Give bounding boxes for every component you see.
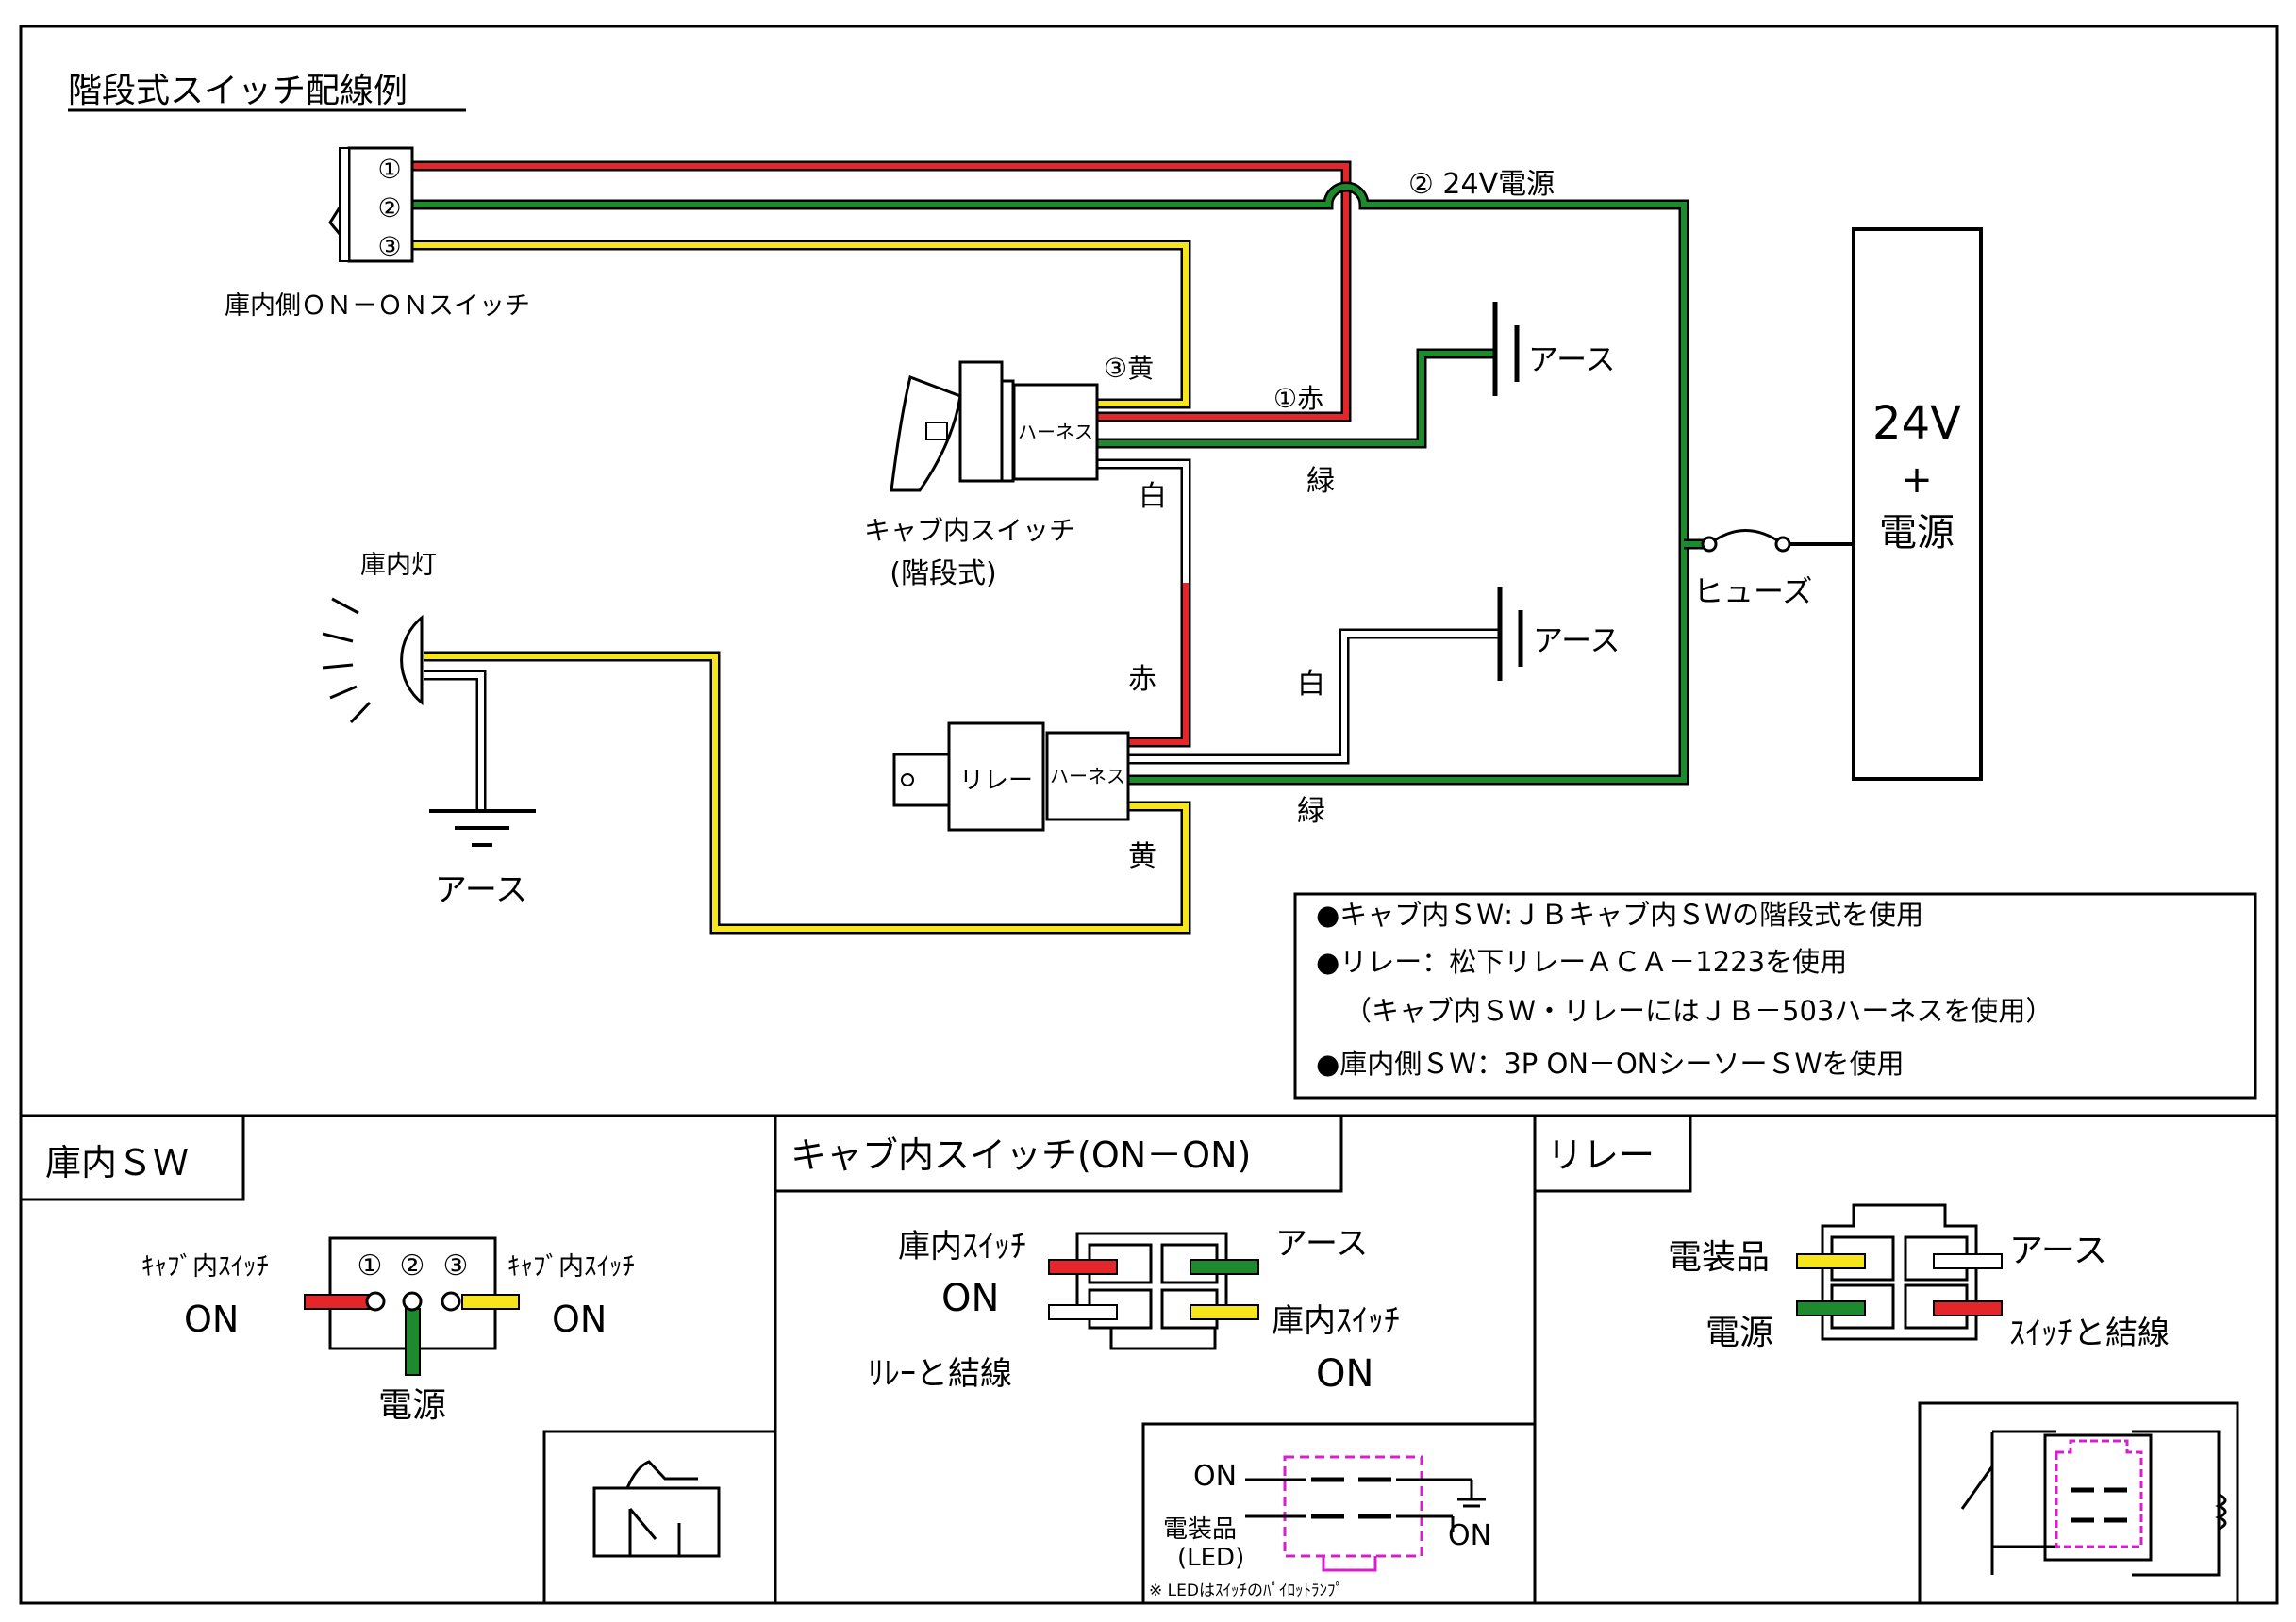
interior-sw-pin-2: ② — [400, 1250, 425, 1283]
panel-cab-title: キャブ内スイッチ(ON－ON) — [790, 1134, 1251, 1176]
note-1: ●キャブ内ＳＷ:ＪＢキャブ内ＳＷの階段式を使用 — [1316, 899, 1923, 931]
seesaw-switch-icon — [592, 1460, 721, 1558]
battery-power-label: 電源 — [1879, 511, 1955, 554]
interior-switch-label: 庫内側ＯＮ－ＯＮスイッチ — [225, 291, 530, 321]
interior-switch-pin-2: ② — [377, 192, 401, 223]
cab-schem-led: (LED) — [1177, 1544, 1244, 1572]
interior-sw-bottom: 電源 — [378, 1386, 446, 1425]
lamp-earth-label: アース — [435, 871, 527, 909]
relay-bl-label: 電源 — [1705, 1314, 1773, 1352]
relay-red-terminal — [1933, 1300, 2003, 1316]
wire-green-2 — [412, 181, 1689, 786]
panel-interior-title: 庫内ＳＷ — [45, 1142, 189, 1183]
cab-switch-harness: ハーネス — [1018, 421, 1093, 443]
interior-sw-right-label: ｷｬﾌﾞ内ｽｲｯﾁ — [507, 1252, 635, 1282]
cab-schem-on-top: ON — [1193, 1460, 1237, 1493]
wire-label-white-1: 白 — [1139, 480, 1167, 513]
cab-schem-denso: 電装品 — [1163, 1515, 1237, 1544]
interior-sw-left-label: ｷｬﾌﾞ内ｽｲｯﾁ — [141, 1252, 269, 1282]
interior-sw-yellow-wire — [461, 1294, 520, 1310]
relay-yellow-terminal — [1796, 1253, 1866, 1269]
interior-sw-left-on: ON — [184, 1299, 239, 1340]
wire-yellow-3 — [412, 240, 1191, 409]
wire-label-red-1: ①赤 — [1273, 383, 1323, 414]
relay-white-terminal — [1933, 1253, 2003, 1269]
relay-tr-label: アース — [2009, 1232, 2107, 1270]
note-4: ●庫内側ＳＷ：3P ON－ONシーソーＳＷを使用 — [1316, 1048, 1905, 1080]
interior-sw-pin-1: ① — [358, 1250, 383, 1283]
cab-switch-icon — [890, 360, 1099, 492]
panel-relay-title: リレー — [1547, 1134, 1655, 1176]
relay-schematic — [1960, 1430, 2227, 1577]
interior-sw-right-on: ON — [552, 1299, 607, 1340]
wire-label-yellow: 黄 — [1128, 840, 1156, 873]
earth-label-2: アース — [1533, 622, 1620, 658]
relay-green-terminal — [1796, 1300, 1866, 1316]
note-3: （キャブ内ＳＷ・リレーにはＪＢ－503ハーネスを使用） — [1344, 995, 2053, 1027]
earth-label-1: アース — [1528, 341, 1615, 377]
fuse-label: ヒューズ — [1693, 573, 1812, 609]
relay-icon — [892, 721, 1130, 832]
fuse-icon — [1701, 529, 1854, 553]
wire-label-green-1: 緑 — [1306, 465, 1335, 498]
cab-white-terminal — [1048, 1304, 1118, 1320]
cab-schematic — [1245, 1455, 1486, 1572]
wires — [412, 160, 1709, 935]
interior-sw-green-wire — [405, 1308, 421, 1376]
wire-label-green-2: 緑 — [1297, 795, 1325, 828]
panel-cab-title-box — [774, 1114, 1343, 1193]
interior-sw-pin-3: ③ — [443, 1250, 469, 1283]
cab-tr-label: アース — [1275, 1225, 1368, 1263]
cab-bl-label: ﾘﾚｰと結線 — [868, 1355, 1012, 1393]
wire-label-red-2: 赤 — [1128, 663, 1156, 696]
relay-connector-icon — [1821, 1203, 1978, 1341]
power-supply-box — [1852, 227, 1983, 781]
cab-red-terminal — [1048, 1259, 1118, 1275]
wire-label-white-2: 白 — [1297, 668, 1325, 701]
cab-tl-label: 庫内ｽｲｯﾁ — [898, 1228, 1026, 1266]
room-lamp-label: 庫内灯 — [360, 551, 437, 580]
battery-plus: + — [1901, 458, 1933, 502]
relay-label: リレー — [959, 767, 1033, 795]
panel-relay-title-box — [1533, 1114, 1692, 1193]
earth-icon-2 — [1497, 587, 1523, 681]
wire-white-lamp-earth — [424, 670, 487, 809]
note-2: ●リレー：松下リレーＡＣＡ－1223を使用 — [1316, 946, 1847, 978]
earth-icon-1 — [1492, 302, 1520, 396]
cab-green-terminal — [1190, 1259, 1259, 1275]
cab-yellow-terminal — [1190, 1304, 1259, 1320]
interior-switch-pin-3: ③ — [377, 231, 401, 262]
interior-switch-pin-1: ① — [377, 154, 401, 185]
cab-schem-on-right: ON — [1448, 1519, 1491, 1552]
panel-interior-title-box — [19, 1114, 245, 1201]
relay-harness: ハーネス — [1050, 765, 1125, 787]
cab-tl-on: ON — [941, 1277, 999, 1320]
page-title: 階段式スイッチ配線例 — [68, 72, 408, 110]
power-24v-label: ② 24V電源 — [1408, 168, 1555, 201]
relay-br-label: ｽｲｯﾁと結線 — [2009, 1315, 2170, 1352]
battery-voltage: 24V — [1872, 397, 1961, 450]
room-lamp-icon — [322, 597, 424, 724]
cab-br-on: ON — [1316, 1352, 1373, 1396]
interior-switch-icon — [328, 146, 414, 263]
cab-switch-sub: (階段式) — [890, 557, 996, 590]
cab-schematic-inset — [1141, 1422, 1537, 1605]
wire-label-yellow-3: ③黄 — [1104, 353, 1154, 384]
relay-tl-label: 電装品 — [1668, 1238, 1770, 1277]
cab-br-label: 庫内ｽｲｯﾁ — [1272, 1302, 1400, 1340]
cab-switch-label: キャブ内スイッチ — [864, 515, 1075, 546]
notes-box — [1293, 892, 2257, 1100]
lamp-earth-icon — [429, 809, 536, 847]
interior-sw-red-wire — [304, 1294, 372, 1310]
cab-schem-note: ※ LEDはｽｲｯﾁのﾊﾟｲﾛｯﾄﾗﾝﾌﾟ — [1149, 1581, 1343, 1600]
cab-connector-icon — [1075, 1232, 1228, 1350]
